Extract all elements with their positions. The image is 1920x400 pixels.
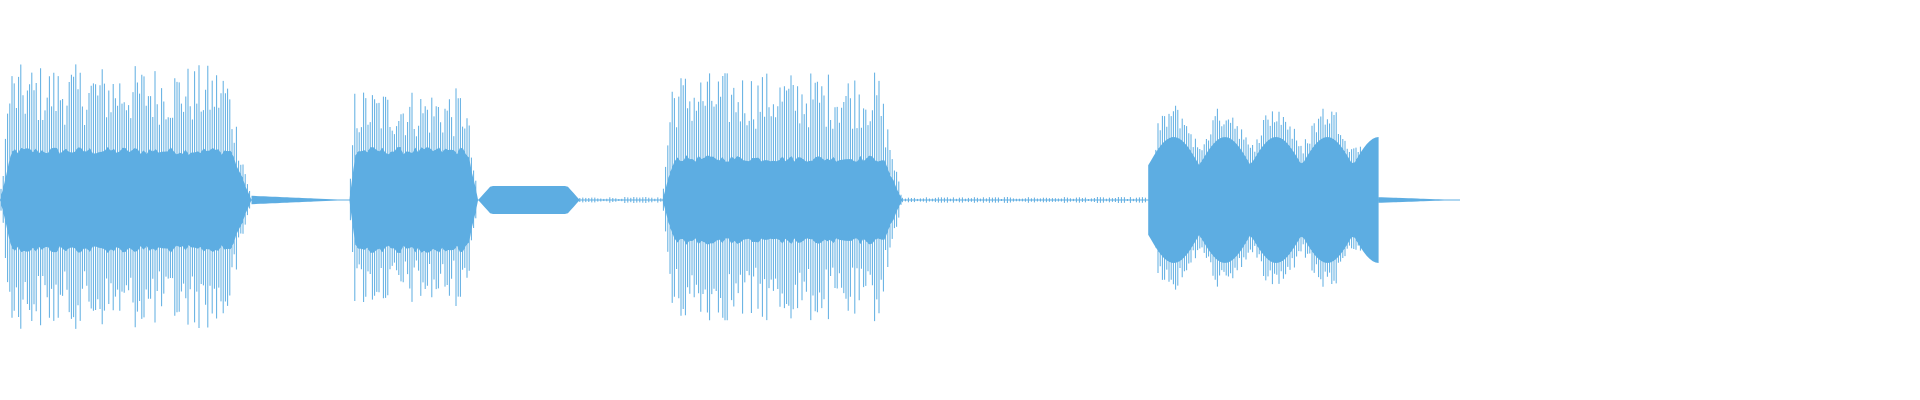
hum-1-envelope [478, 186, 580, 214]
tail-2-envelope [1378, 197, 1460, 203]
tail-1-envelope [251, 195, 350, 205]
burst-4-envelope [1148, 137, 1379, 263]
waveform-body [0, 137, 1460, 263]
burst-2-envelope [349, 146, 479, 254]
burst-3-envelope [662, 155, 903, 245]
burst-1-envelope [0, 147, 252, 253]
